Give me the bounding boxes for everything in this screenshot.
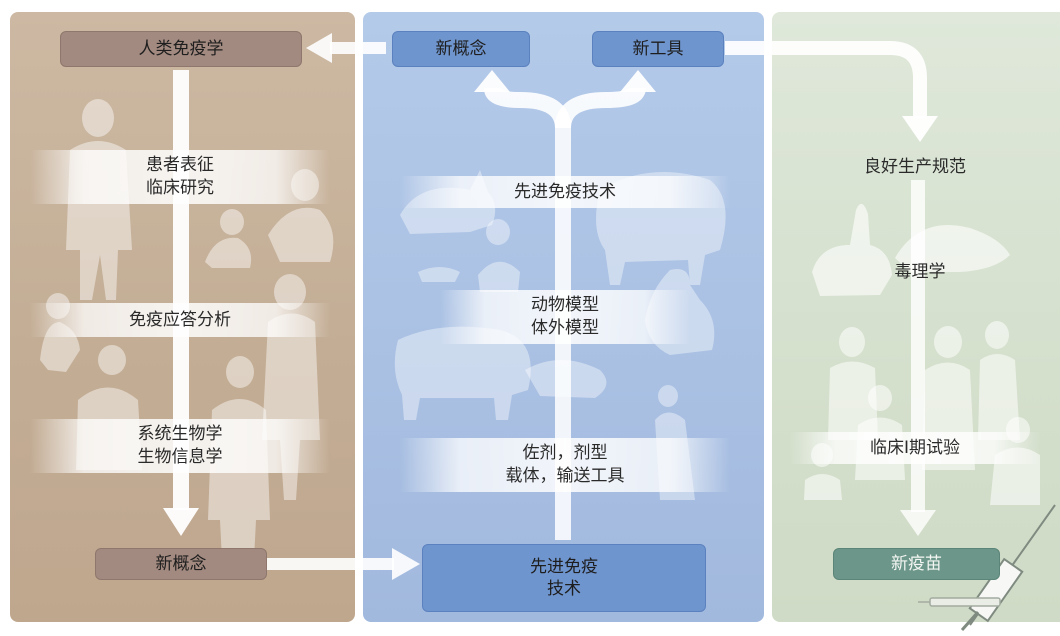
animal-models-step: 动物模型 体外模型 xyxy=(440,290,690,344)
new-concepts-footer: 新概念 xyxy=(95,548,267,580)
arrow-icon xyxy=(902,116,938,142)
gmp-step: 良好生产规范 xyxy=(790,152,1040,182)
step-line: 佐剂，剂型 xyxy=(522,443,608,464)
footer-line-1: 先进免疫 xyxy=(530,556,598,577)
toxicology-step: 毒理学 xyxy=(870,258,970,286)
step-line: 系统生物学 xyxy=(137,424,223,445)
step-line: 临床研究 xyxy=(146,178,214,198)
step-line: 毒理学 xyxy=(894,261,946,282)
adjuvants-delivery-step: 佐剂，剂型 载体，输送工具 xyxy=(400,438,730,492)
step-line: 良好生产规范 xyxy=(864,156,966,177)
step-line: 体外模型 xyxy=(531,318,599,338)
systems-biology-step: 系统生物学 生物信息学 xyxy=(30,419,330,473)
step-line: 临床I期试验 xyxy=(869,437,960,458)
phase-one-trial-step: 临床I期试验 xyxy=(790,432,1040,464)
step-line: 动物模型 xyxy=(531,295,599,316)
new-vaccine-footer: 新疫苗 xyxy=(833,548,1000,580)
patient-characterization-step: 患者表征 临床研究 xyxy=(30,150,330,204)
new-concepts-header: 新概念 xyxy=(392,31,530,67)
arrow-icon xyxy=(725,41,927,118)
arrow-icon xyxy=(900,180,936,536)
step-line: 免疫应答分析 xyxy=(129,309,231,330)
arrow-icon xyxy=(306,33,386,63)
new-tools-header: 新工具 xyxy=(592,31,724,67)
advanced-immunization-step: 先进免疫技术 xyxy=(400,176,730,208)
immune-response-analysis-step: 免疫应答分析 xyxy=(30,303,330,337)
arrow-icon xyxy=(266,548,420,580)
step-line: 患者表征 xyxy=(146,155,214,176)
step-line: 载体，输送工具 xyxy=(505,466,625,486)
step-line: 先进免疫技术 xyxy=(514,181,616,202)
human-immunology-header: 人类免疫学 xyxy=(60,31,302,67)
advanced-immunization-technology-footer: 先进免疫 技术 xyxy=(422,544,706,612)
arrow-icon xyxy=(474,70,656,92)
syringe-icon xyxy=(918,597,1001,607)
step-line: 生物信息学 xyxy=(137,447,223,467)
arrow-icon xyxy=(484,86,646,129)
footer-line-2: 技术 xyxy=(547,579,581,599)
